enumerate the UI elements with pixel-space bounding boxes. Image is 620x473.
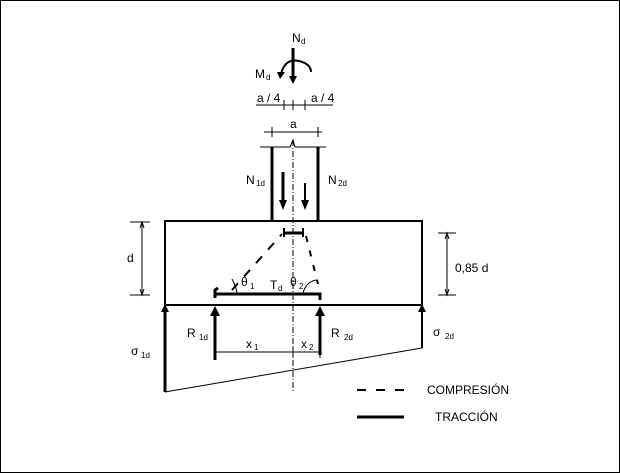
- svg-text:d: d: [266, 73, 270, 82]
- svg-text:a / 4: a / 4: [311, 91, 335, 105]
- svg-text:M: M: [255, 67, 265, 81]
- svg-text:2d: 2d: [338, 179, 347, 188]
- svg-text:1: 1: [254, 343, 259, 352]
- compression-strut-left: [231, 233, 283, 291]
- svg-text:a / 4: a / 4: [257, 91, 281, 105]
- dimension-a-quarter: a / 4 a / 4: [256, 91, 335, 110]
- svg-text:N: N: [328, 173, 337, 187]
- svg-text:2: 2: [309, 343, 314, 352]
- svg-text:σ: σ: [433, 325, 441, 339]
- column: [260, 138, 326, 221]
- svg-text:1d: 1d: [256, 179, 265, 188]
- svg-text:σ: σ: [131, 344, 139, 358]
- dimension-d: d: [127, 220, 150, 297]
- svg-text:1d: 1d: [199, 333, 208, 342]
- svg-text:R: R: [187, 326, 196, 340]
- svg-text:2: 2: [299, 282, 304, 291]
- svg-text:x: x: [301, 337, 307, 351]
- svg-text:N: N: [292, 31, 301, 45]
- svg-text:R: R: [331, 326, 340, 340]
- legend-compression-label: COMPRESIÓN: [427, 382, 509, 397]
- svg-text:a: a: [290, 117, 297, 131]
- legend-tension-label: TRACCIÓN: [435, 409, 498, 424]
- svg-text:0,85 d: 0,85 d: [455, 261, 488, 275]
- svg-text:2d: 2d: [445, 332, 454, 341]
- svg-text:d: d: [278, 284, 282, 293]
- svg-text:d: d: [127, 251, 134, 265]
- top-node: [283, 228, 304, 237]
- dimension-085d: 0,85 d: [438, 231, 488, 297]
- svg-text:N: N: [246, 173, 255, 187]
- legend: COMPRESIÓN TRACCIÓN: [357, 382, 509, 424]
- svg-text:d: d: [301, 37, 305, 46]
- svg-text:θ: θ: [241, 275, 248, 289]
- footing: [164, 220, 423, 306]
- dimension-a: a: [264, 117, 322, 137]
- svg-text:2d: 2d: [344, 333, 353, 342]
- svg-text:1: 1: [250, 282, 255, 291]
- svg-text:x: x: [246, 337, 252, 351]
- svg-text:θ: θ: [290, 275, 297, 289]
- svg-text:1d: 1d: [141, 351, 150, 360]
- svg-text:T: T: [270, 278, 278, 292]
